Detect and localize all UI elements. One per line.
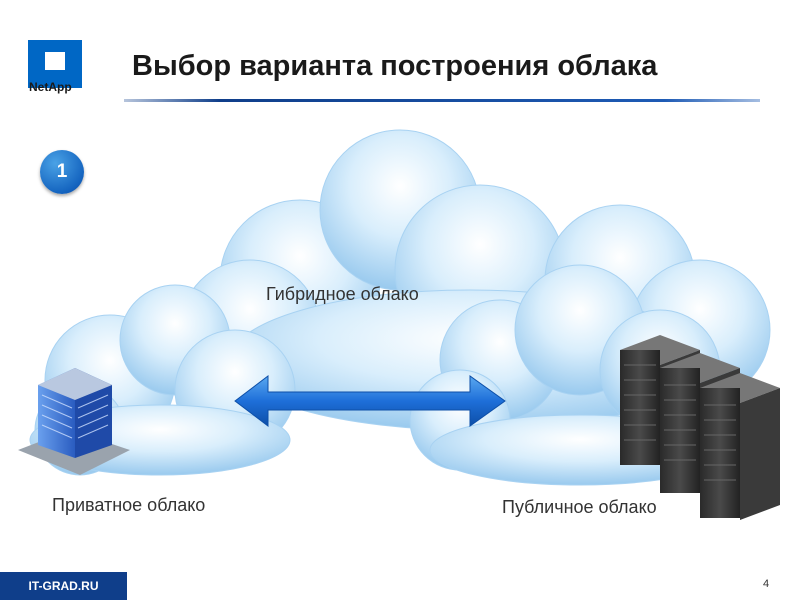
- private-cloud-label: Приватное облако: [52, 495, 205, 516]
- public-cloud-label: Публичное облако: [502, 497, 657, 518]
- hybrid-cloud-label: Гибридное облако: [266, 284, 419, 305]
- footer-brand: IT-GRAD.RU: [0, 572, 127, 600]
- page-number: 4: [763, 578, 769, 590]
